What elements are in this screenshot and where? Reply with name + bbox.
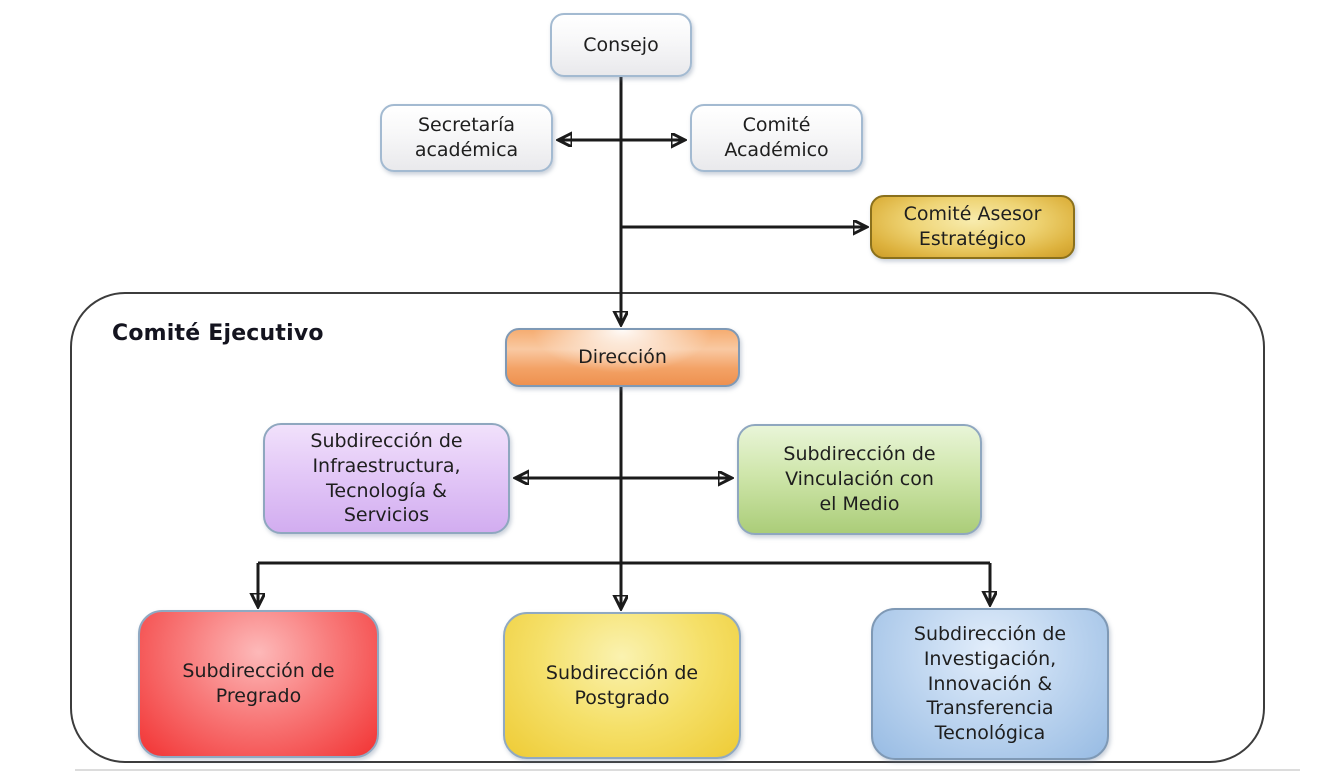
- node-comite-asesor-estrategico-label: Comité Asesor Estratégico: [903, 203, 1042, 250]
- node-subdireccion-vinculacion: Subdirección de Vinculación con el Medio: [737, 424, 982, 535]
- node-subdireccion-infraestructura: Subdirección de Infraestructura, Tecnolo…: [263, 423, 510, 534]
- node-subdireccion-postgrado-label: Subdirección de Postgrado: [545, 661, 699, 709]
- node-consejo-label: Consejo: [583, 33, 659, 56]
- node-comite-academico: Comité Académico: [690, 104, 863, 172]
- node-subdireccion-infraestructura-label: Subdirección de Infraestructura, Tecnolo…: [310, 430, 463, 527]
- node-subdireccion-pregrado-label: Subdirección de Pregrado: [182, 660, 335, 707]
- executive-committee-label: Comité Ejecutivo: [112, 321, 324, 346]
- node-consejo: Consejo: [550, 13, 692, 77]
- node-direccion: Dirección: [505, 328, 740, 387]
- node-direccion-label: Dirección: [578, 346, 667, 369]
- node-subdireccion-vinculacion-label: Subdirección de Vinculación con el Medio: [783, 443, 936, 515]
- node-subdireccion-investigacion-label: Subdirección de Investigación, Innovació…: [913, 623, 1067, 745]
- node-comite-asesor-estrategico: Comité Asesor Estratégico: [870, 195, 1075, 259]
- node-subdireccion-postgrado: Subdirección de Postgrado: [503, 612, 741, 759]
- executive-committee-frame: Comité Ejecutivo: [70, 292, 1265, 763]
- node-secretaria-academica-label: Secretaría académica: [414, 114, 519, 161]
- page-divider-line: [75, 769, 1300, 771]
- node-comite-academico-label: Comité Académico: [724, 114, 829, 161]
- node-subdireccion-pregrado: Subdirección de Pregrado: [138, 610, 379, 758]
- node-secretaria-academica: Secretaría académica: [380, 104, 553, 172]
- node-subdireccion-investigacion: Subdirección de Investigación, Innovació…: [871, 608, 1109, 760]
